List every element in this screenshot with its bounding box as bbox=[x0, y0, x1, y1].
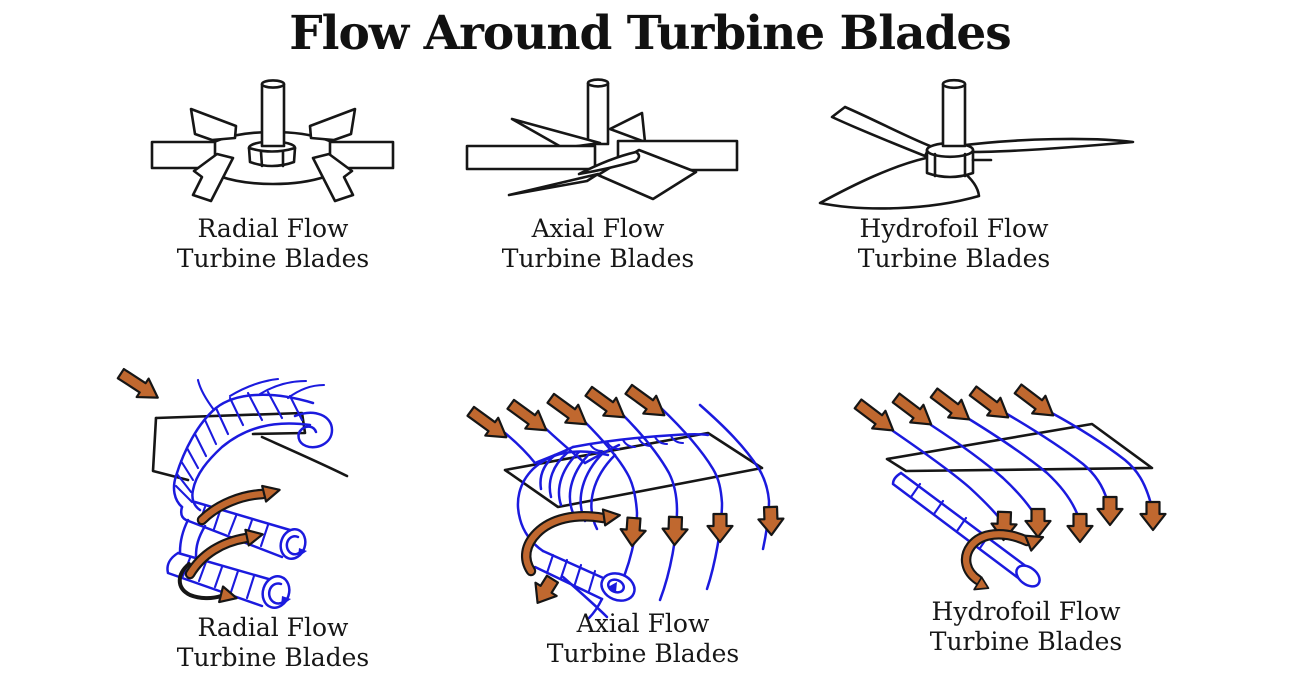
radial-turbine-figure bbox=[135, 76, 410, 208]
caption-line: Turbine Blades bbox=[929, 627, 1123, 656]
blade-lower-left bbox=[507, 172, 600, 197]
inflow-arrow bbox=[113, 363, 165, 408]
paddle-lower-right bbox=[311, 152, 355, 203]
shaft bbox=[941, 78, 967, 148]
hydrofoil-turbine-illustration bbox=[818, 78, 1135, 210]
caption-radial-turbine: Radial Flow Turbine Blades bbox=[113, 214, 433, 274]
rotation-arrow-lower bbox=[184, 525, 266, 580]
caption-line: Turbine Blades bbox=[857, 244, 1051, 273]
caption-line: Axial Flow bbox=[576, 609, 710, 638]
radial-flow-illustration bbox=[113, 363, 349, 609]
caption-line: Turbine Blades bbox=[176, 643, 370, 672]
rotation-arrow-curl bbox=[177, 562, 240, 608]
axial-turbine-illustration bbox=[465, 78, 739, 201]
axial-flow-figure bbox=[455, 379, 800, 620]
inflow-arrows bbox=[850, 379, 1061, 441]
caption-line: Turbine Blades bbox=[546, 639, 740, 668]
blade-upper-right bbox=[608, 111, 647, 144]
caption-line: Turbine Blades bbox=[176, 244, 370, 273]
vortex-roll bbox=[516, 433, 710, 553]
vortex-tube-upper bbox=[179, 500, 307, 560]
caption-line: Hydrofoil Flow bbox=[931, 597, 1121, 626]
hub-nut bbox=[247, 140, 297, 168]
caption-line: Radial Flow bbox=[197, 214, 349, 243]
caption-line: Axial Flow bbox=[531, 214, 665, 243]
outflow-arrows bbox=[618, 505, 786, 548]
shaft bbox=[260, 79, 286, 148]
airfoil-section bbox=[577, 150, 641, 176]
radial-turbine-illustration bbox=[150, 79, 395, 203]
paddle-lower-left bbox=[191, 152, 235, 203]
shaft bbox=[586, 78, 610, 146]
streamlines bbox=[891, 410, 1153, 521]
rotation-arrow bbox=[960, 528, 1048, 596]
caption-axial-turbine: Axial Flow Turbine Blades bbox=[438, 214, 758, 274]
caption-hydrofoil-turbine: Hydrofoil Flow Turbine Blades bbox=[794, 214, 1114, 274]
tip-vortex-tube bbox=[891, 471, 1041, 588]
caption-radial-flow: Radial Flow Turbine Blades bbox=[113, 613, 433, 673]
inflow-arrows bbox=[463, 379, 672, 448]
hydrofoil-flow-figure bbox=[845, 378, 1185, 610]
caption-line: Radial Flow bbox=[197, 613, 349, 642]
caption-axial-flow: Axial Flow Turbine Blades bbox=[483, 609, 803, 669]
streamlines bbox=[503, 403, 771, 602]
hub bbox=[925, 141, 993, 179]
caption-hydrofoil-flow: Hydrofoil Flow Turbine Blades bbox=[866, 597, 1186, 657]
paddle-upper-right bbox=[308, 107, 357, 142]
blade-right bbox=[955, 137, 1135, 154]
blade-plate bbox=[885, 422, 1154, 473]
tip-spiral bbox=[293, 411, 334, 449]
rotation-arrow-upper bbox=[196, 480, 283, 526]
rotation-arrow bbox=[520, 506, 623, 611]
radial-flow-figure bbox=[110, 363, 360, 610]
hydrofoil-turbine-figure bbox=[810, 72, 1140, 214]
paddle-upper-left bbox=[189, 107, 238, 142]
caption-line: Hydrofoil Flow bbox=[859, 214, 1049, 243]
diagram-title: Flow Around Turbine Blades bbox=[289, 6, 1012, 61]
caption-line: Turbine Blades bbox=[501, 244, 695, 273]
blade-upper-left bbox=[830, 105, 932, 158]
vortex-tube-lower bbox=[166, 518, 291, 609]
tip-vortex-tube bbox=[533, 549, 636, 620]
blade-left bbox=[465, 144, 597, 171]
vortex-sheet bbox=[172, 377, 334, 512]
hydrofoil-flow-illustration bbox=[850, 379, 1167, 596]
axial-flow-illustration bbox=[463, 379, 786, 620]
axial-turbine-figure bbox=[460, 76, 740, 206]
blade-plate bbox=[503, 431, 764, 509]
